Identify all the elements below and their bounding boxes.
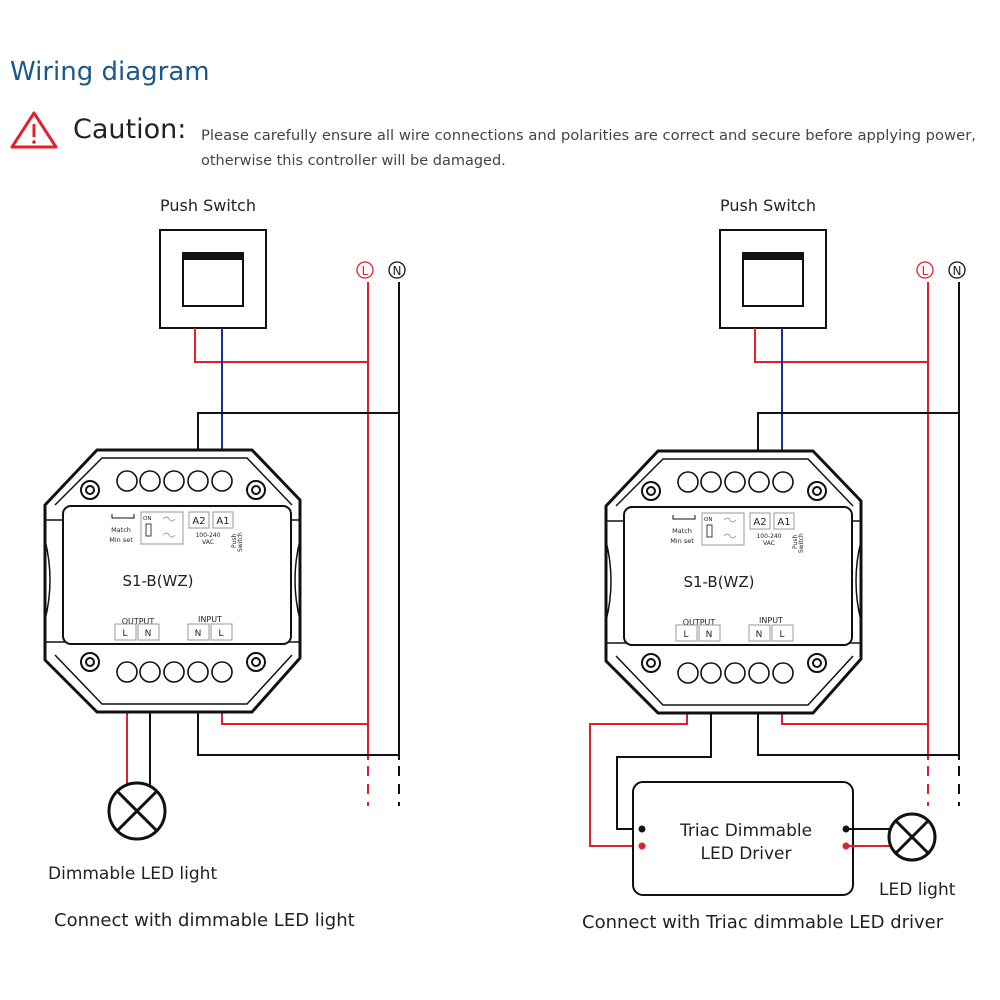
device-model: S1-B(WZ) xyxy=(122,572,193,590)
caution-text-line2: otherwise this controller will be damage… xyxy=(201,153,506,169)
svg-text:L: L xyxy=(362,264,369,278)
svg-text:A2: A2 xyxy=(753,517,766,528)
svg-text:N: N xyxy=(953,264,962,278)
svg-text:100-240: 100-240 xyxy=(756,533,781,540)
live-terminal-marker: L xyxy=(916,261,934,279)
svg-text:VAC: VAC xyxy=(763,540,775,547)
terminal-screws xyxy=(116,470,233,683)
svg-text:Match: Match xyxy=(111,526,131,534)
svg-text:OUTPUT: OUTPUT xyxy=(122,617,155,626)
svg-text:INPUT: INPUT xyxy=(198,615,222,624)
svg-text:L: L xyxy=(218,629,223,639)
caption: Connect with Triac dimmable LED driver xyxy=(582,912,944,933)
neutral-terminal-marker: N xyxy=(948,261,966,279)
svg-text:N: N xyxy=(706,630,713,640)
caption: Connect with dimmable LED light xyxy=(54,910,355,931)
left-diagram: Push Switch L N Dimmable LED light Conne… xyxy=(48,196,406,931)
page-title: Wiring diagram xyxy=(10,57,210,87)
svg-text:A1: A1 xyxy=(216,516,229,527)
svg-text:L: L xyxy=(922,264,929,278)
svg-text:N: N xyxy=(195,629,202,639)
svg-text:Push: Push xyxy=(231,534,238,548)
push-switch-label: Push Switch xyxy=(720,196,816,215)
controller-device: Match Min set ON A2 A1 100-240 VAC Push … xyxy=(43,448,302,714)
svg-text:Push: Push xyxy=(792,535,799,549)
driver-label-line2: LED Driver xyxy=(700,844,791,864)
svg-text:Min set: Min set xyxy=(109,536,133,544)
lamp-label: LED light xyxy=(879,880,956,900)
svg-text:Match: Match xyxy=(672,527,692,535)
svg-text:OUTPUT: OUTPUT xyxy=(683,618,716,627)
caution-text-line1: Please carefully ensure all wire connect… xyxy=(201,128,976,144)
lamp-icon xyxy=(107,781,167,841)
svg-text:A2: A2 xyxy=(192,516,205,527)
live-terminal-marker: L xyxy=(356,261,374,279)
svg-text:N: N xyxy=(393,264,402,278)
svg-text:INPUT: INPUT xyxy=(759,616,783,625)
svg-text:Min set: Min set xyxy=(670,537,694,545)
lamp-label: Dimmable LED light xyxy=(48,864,217,884)
terminal-screws xyxy=(677,471,794,684)
svg-text:ON: ON xyxy=(704,517,712,523)
svg-text:100-240: 100-240 xyxy=(195,532,220,539)
svg-text:Switch: Switch xyxy=(237,532,244,552)
controller-device: Match Min set ON A2 A1 100-240 VAC Push … xyxy=(604,449,863,715)
push-switch xyxy=(159,229,267,329)
device-model: S1-B(WZ) xyxy=(683,573,754,591)
neutral-terminal-marker: N xyxy=(388,261,406,279)
screw-icon xyxy=(641,481,827,673)
lamp-icon xyxy=(887,812,937,862)
svg-text:N: N xyxy=(756,630,763,640)
push-switch xyxy=(719,229,827,329)
right-diagram: Push Switch L N Triac Dimmable LED Drive xyxy=(582,196,966,933)
svg-text:L: L xyxy=(122,629,127,639)
push-switch-label: Push Switch xyxy=(160,196,256,215)
svg-text:L: L xyxy=(779,630,784,640)
svg-text:ON: ON xyxy=(143,516,151,522)
svg-text:Switch: Switch xyxy=(798,533,805,553)
svg-text:VAC: VAC xyxy=(202,539,214,546)
warning-triangle-icon xyxy=(10,111,58,149)
caution-label: Caution: xyxy=(73,114,186,145)
led-driver: Triac Dimmable LED Driver xyxy=(632,781,854,896)
driver-label-line1: Triac Dimmable xyxy=(679,821,812,841)
svg-text:A1: A1 xyxy=(777,517,790,528)
svg-text:N: N xyxy=(145,629,152,639)
screw-icon xyxy=(80,480,266,672)
svg-text:L: L xyxy=(683,630,688,640)
